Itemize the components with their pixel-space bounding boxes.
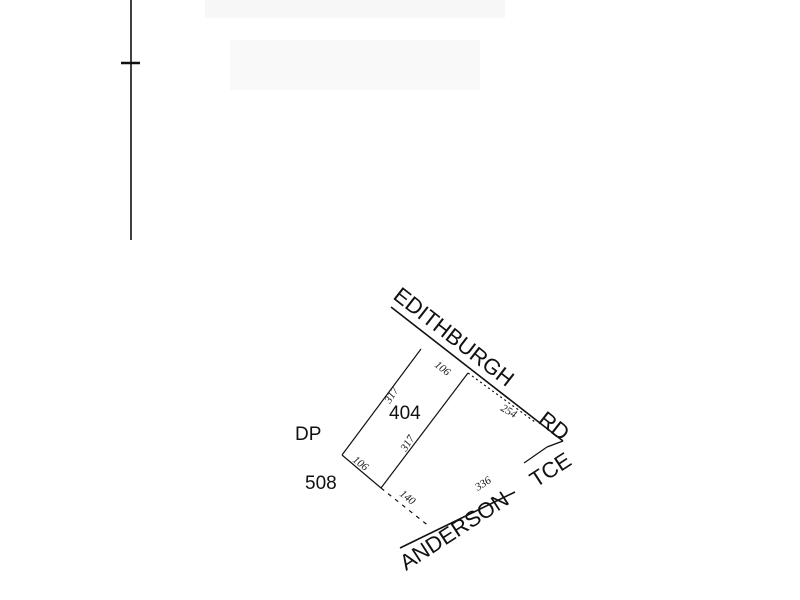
road-label-edithburgh: EDITHBURGH bbox=[389, 282, 519, 391]
lot-boundary-left bbox=[341, 348, 422, 456]
lot-number-label: 404 bbox=[389, 403, 421, 424]
lot-boundary-bottom bbox=[341, 454, 382, 489]
dim-inner: 317 bbox=[398, 433, 418, 455]
lot-boundary-right bbox=[380, 372, 469, 489]
tce-line bbox=[523, 446, 548, 464]
dim-top-right: 106 bbox=[432, 359, 453, 379]
road-label-rd: RD bbox=[534, 406, 574, 445]
anderson-tce-line bbox=[399, 491, 516, 549]
dim-bottom: 140 bbox=[397, 488, 418, 508]
dp-label: DP bbox=[295, 424, 321, 445]
rd-tce-corner-line bbox=[546, 440, 564, 448]
frontage-segment bbox=[467, 372, 536, 423]
dp-number-label: 508 bbox=[305, 473, 337, 494]
road-label-tce: TCE bbox=[525, 447, 576, 492]
lot-boundary-dashed bbox=[380, 487, 431, 528]
edithburgh-road-line bbox=[390, 306, 564, 442]
dim-left: 106 bbox=[350, 454, 371, 474]
faint-bleedthrough bbox=[205, 0, 505, 90]
